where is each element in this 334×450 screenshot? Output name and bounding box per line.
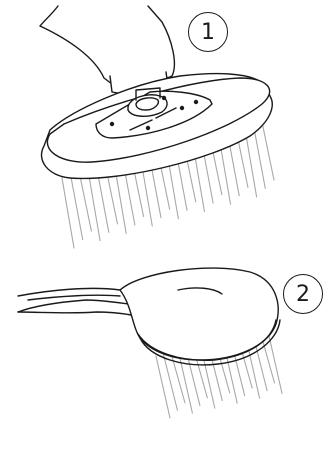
step-1-badge: 1 bbox=[188, 12, 228, 52]
step-2-number: 2 bbox=[296, 282, 310, 307]
spray-1-streak bbox=[62, 178, 74, 248]
spray-1-streak bbox=[262, 122, 274, 180]
shower-arm bbox=[40, 6, 174, 84]
handheld-head bbox=[120, 268, 278, 360]
step-1-number: 1 bbox=[201, 20, 215, 45]
spray-2-streak bbox=[163, 354, 177, 410]
step-2-badge: 2 bbox=[283, 274, 323, 314]
screw-4 bbox=[163, 97, 166, 100]
spray-2-streak bbox=[178, 351, 192, 413]
fixed-shower-head-illustration bbox=[40, 6, 274, 248]
handheld-shower-illustration bbox=[18, 268, 282, 418]
screw-3 bbox=[181, 107, 184, 110]
spray-1-streak bbox=[88, 171, 100, 241]
screw-2 bbox=[147, 127, 150, 130]
screw-1 bbox=[111, 123, 114, 126]
screw-5 bbox=[195, 101, 198, 104]
spray-1-streak bbox=[253, 124, 265, 188]
spray-1-streak bbox=[71, 176, 83, 240]
spray-2-streak bbox=[156, 356, 170, 418]
